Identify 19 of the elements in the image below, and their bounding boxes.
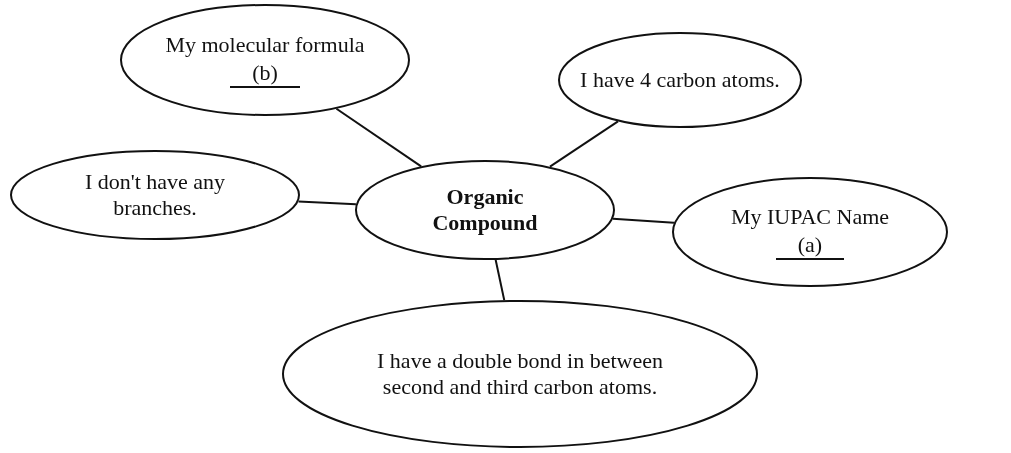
connector-line bbox=[335, 107, 423, 168]
node-text: I don't have any branches. bbox=[83, 168, 227, 222]
topic-ellipse bbox=[558, 32, 802, 128]
node-text: My IUPAC Name bbox=[730, 203, 890, 230]
topic-ellipse bbox=[120, 4, 410, 116]
fill-in-line: (b) bbox=[230, 60, 300, 89]
fill-in-line: (a) bbox=[775, 232, 845, 261]
topic-ellipse bbox=[672, 177, 948, 287]
connector-line bbox=[297, 200, 357, 206]
topic-ellipse bbox=[282, 300, 758, 448]
connector-line bbox=[494, 258, 506, 302]
node-text: Organic Compound bbox=[431, 183, 539, 237]
connector-line bbox=[548, 120, 619, 168]
topic-ellipse bbox=[10, 150, 300, 240]
central-ellipse bbox=[355, 160, 615, 260]
connector-line bbox=[612, 217, 675, 224]
node-text: I have a double bond in between second and third carbon atoms. bbox=[376, 347, 664, 401]
node-text: I have 4 carbon atoms. bbox=[580, 66, 780, 94]
node-text: My molecular formula bbox=[165, 31, 365, 58]
